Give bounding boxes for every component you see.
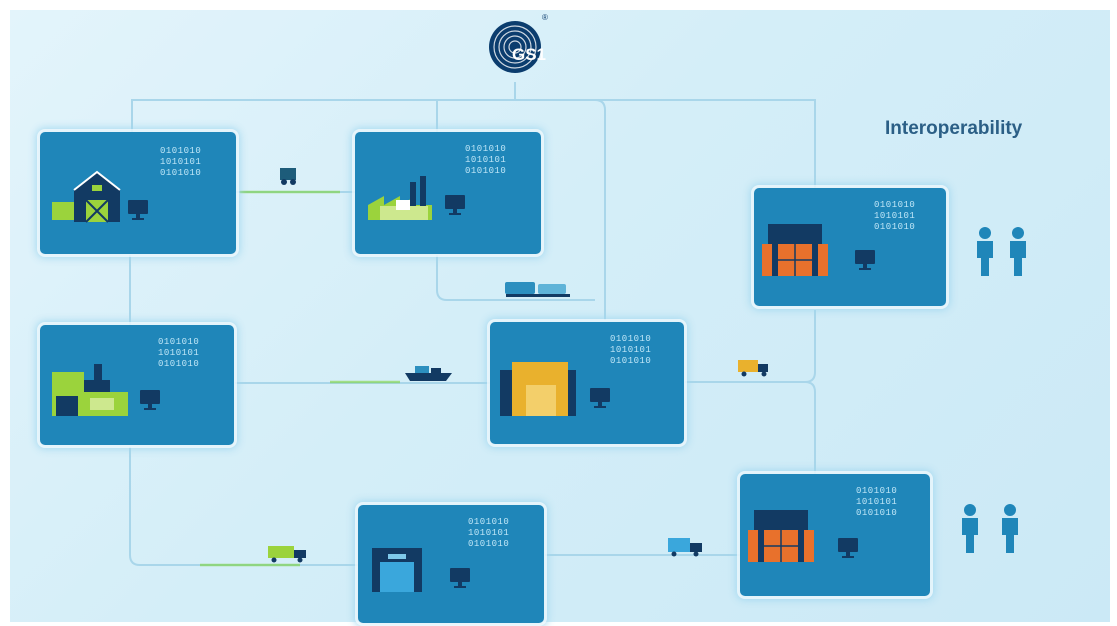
tractor-icon bbox=[280, 168, 296, 185]
consumers-top-icon bbox=[977, 227, 1026, 276]
truck-icon bbox=[668, 538, 702, 557]
distribution-center-icon bbox=[500, 362, 576, 416]
barn-icon bbox=[52, 170, 121, 223]
truck-icon bbox=[268, 546, 306, 563]
factory-icon bbox=[368, 176, 432, 220]
ship-icon bbox=[405, 366, 452, 381]
logo-text: GS1 bbox=[512, 45, 547, 64]
train-icon bbox=[505, 282, 570, 297]
trademark-mark: ® bbox=[542, 13, 548, 22]
truck-icon bbox=[738, 360, 768, 377]
consumers-bottom-icon bbox=[962, 504, 1018, 553]
warehouse-icon bbox=[372, 548, 422, 592]
store-icon bbox=[762, 224, 828, 276]
monitor-icons bbox=[128, 195, 875, 588]
warehouse-factory-icon bbox=[52, 364, 128, 416]
diagram-title: Interoperability bbox=[885, 118, 1023, 139]
store-icon bbox=[748, 510, 814, 562]
